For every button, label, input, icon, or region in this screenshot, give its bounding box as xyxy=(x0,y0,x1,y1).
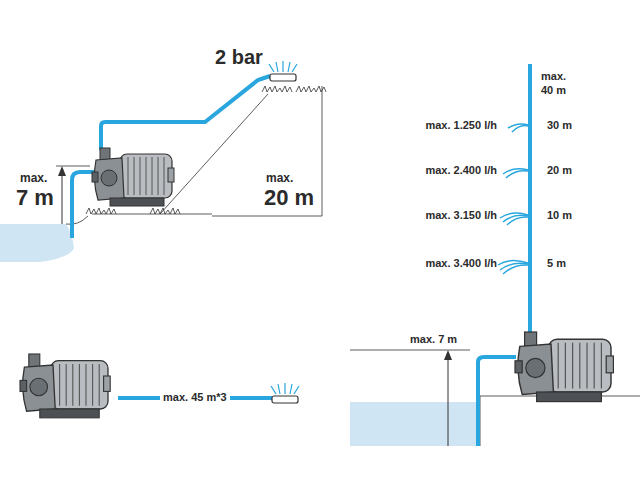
height-label: 5 m xyxy=(547,257,566,269)
dimension-label: max. 7 m xyxy=(410,333,457,345)
flow-label: max. 3.400 l/h xyxy=(425,257,497,269)
dimension-label: max. xyxy=(20,172,47,185)
dimension-value: 7 m xyxy=(16,186,54,210)
flow-label: max. 3.150 l/h xyxy=(425,209,497,221)
dimension-value: 20 m xyxy=(264,186,314,210)
flow-label: max. 2.400 l/h xyxy=(425,164,497,176)
height-label: 10 m xyxy=(547,209,572,221)
height-label: 20 m xyxy=(547,164,572,176)
pressure-label: 2 bar xyxy=(215,46,263,68)
dimension-label: max. xyxy=(541,70,566,82)
dimension-value: 40 m xyxy=(541,84,566,96)
distance-label: max. 45 m*3 xyxy=(160,391,230,403)
dimension-label: max. xyxy=(266,172,293,185)
flow-label: max. 1.250 l/h xyxy=(425,119,497,131)
height-label: 30 m xyxy=(547,119,572,131)
